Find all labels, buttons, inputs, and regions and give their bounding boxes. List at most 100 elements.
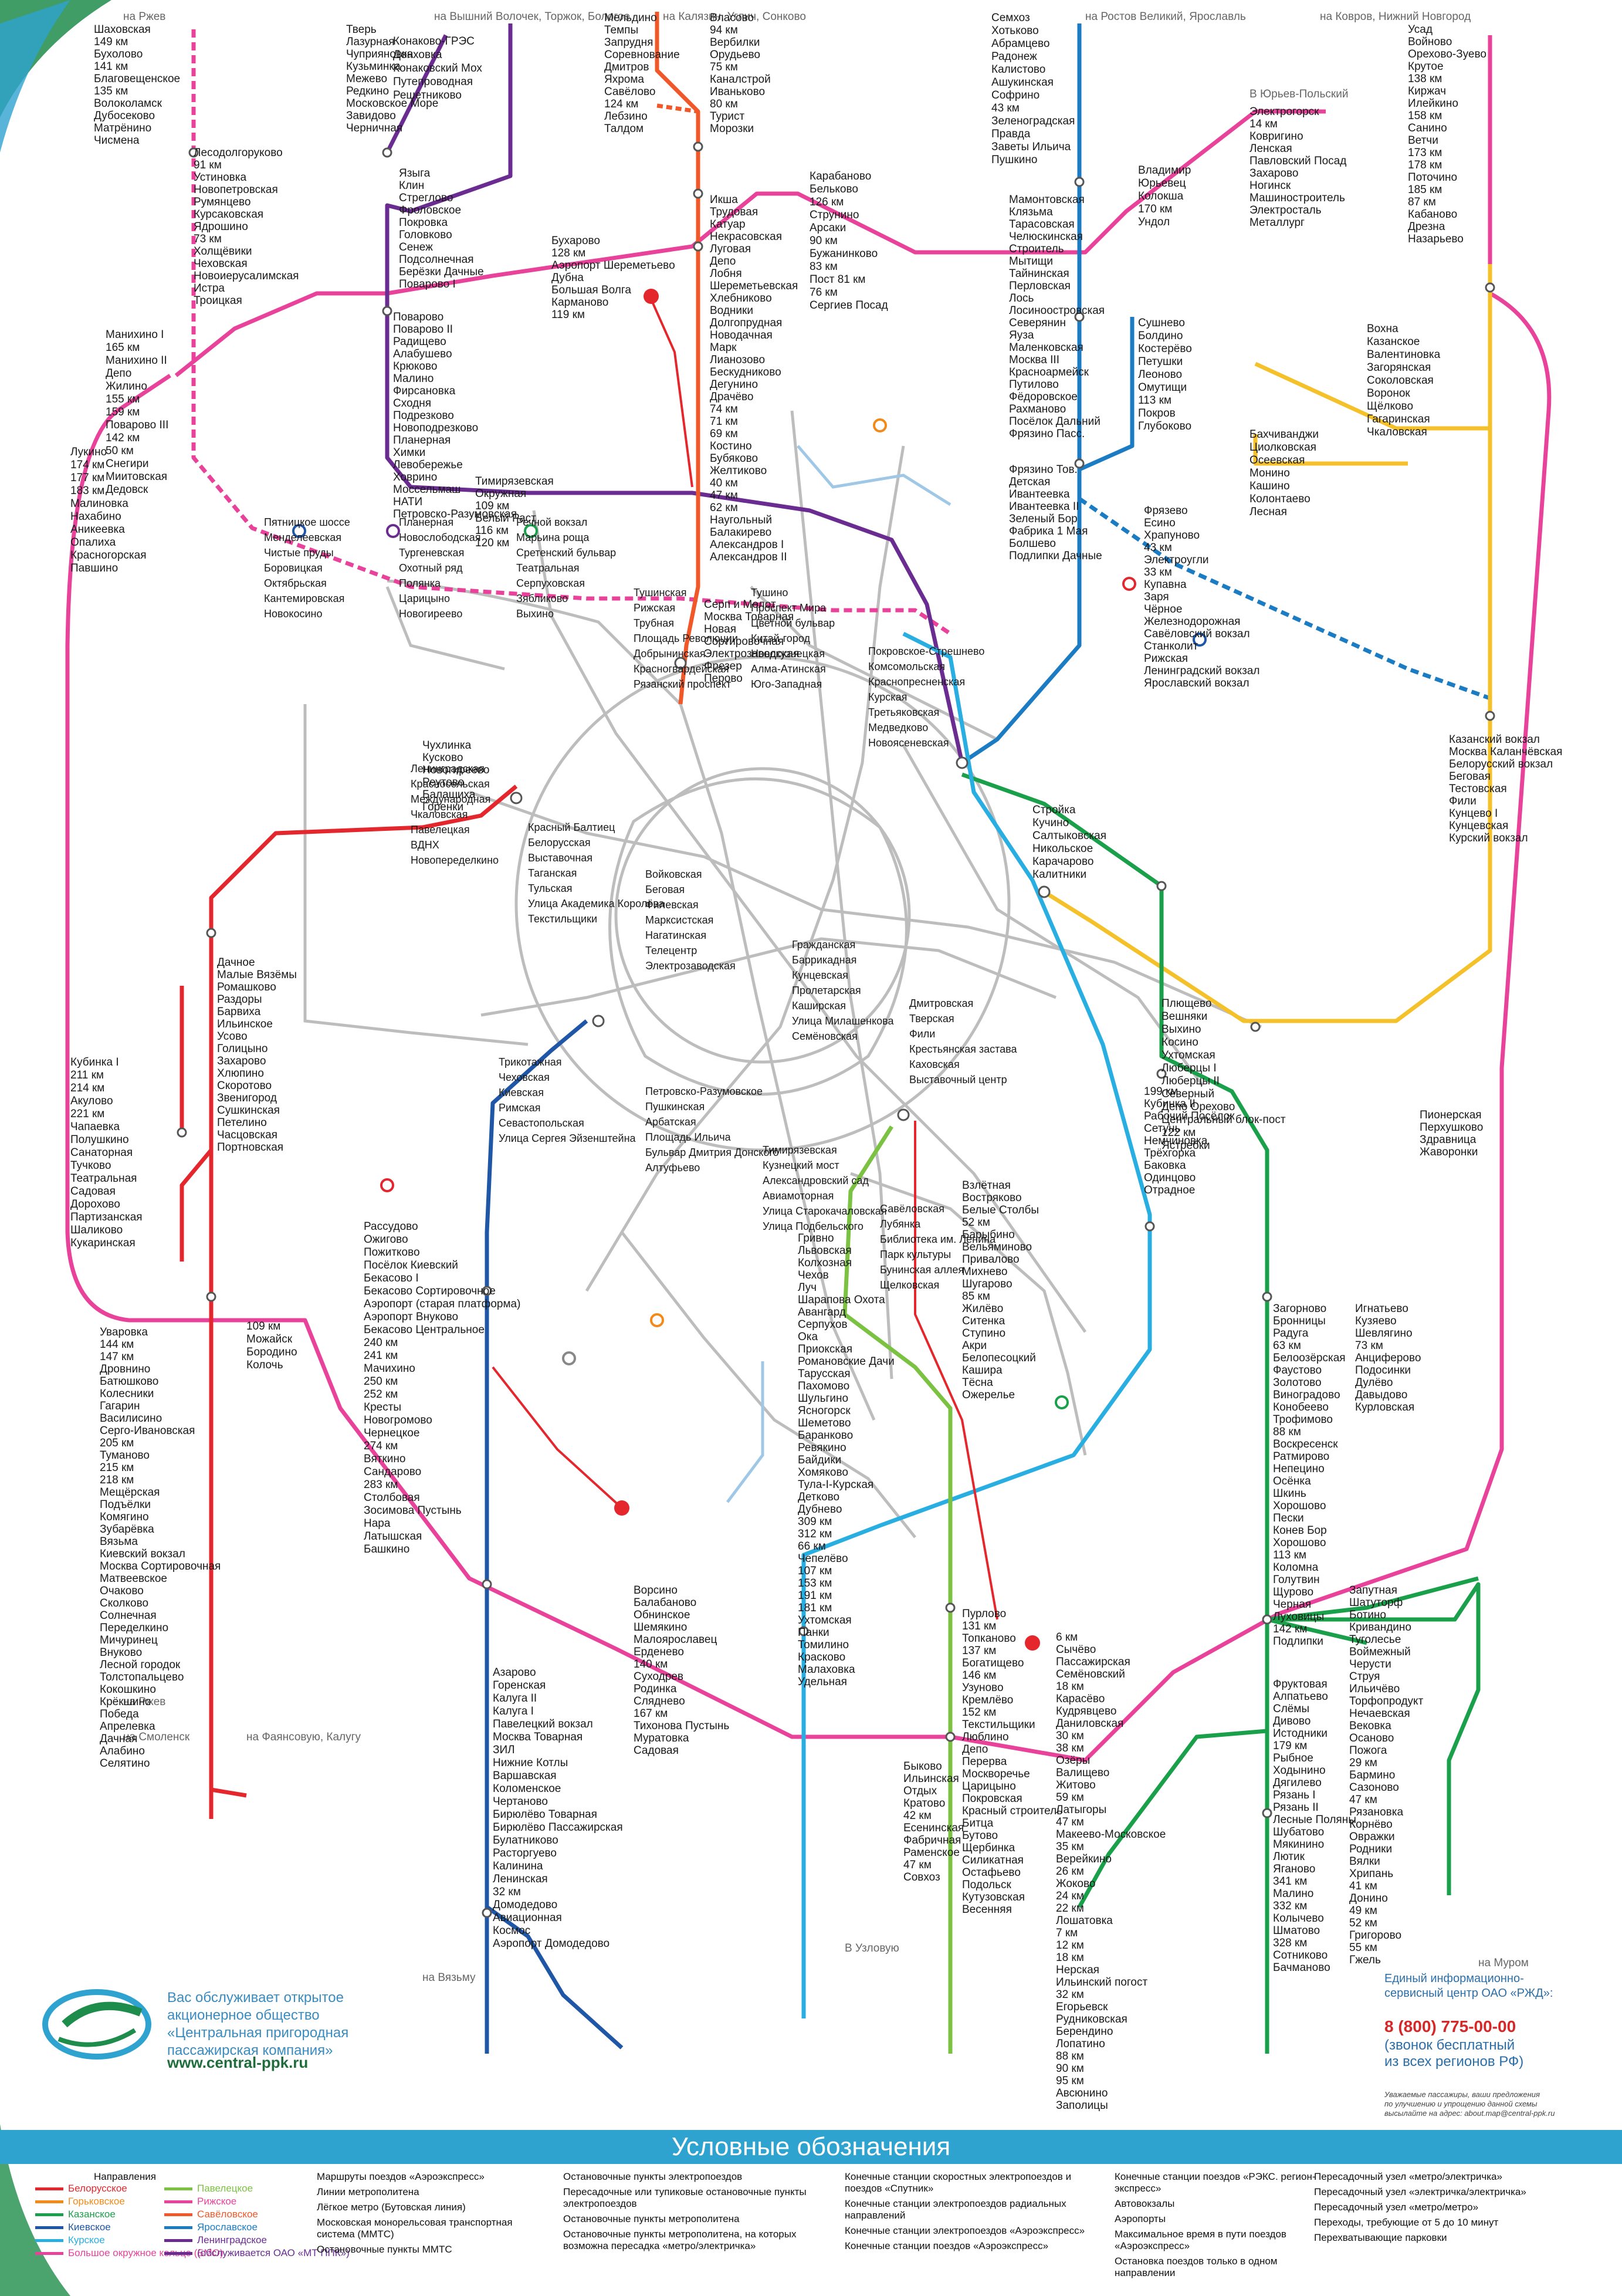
station-label: Сколково — [100, 1597, 149, 1609]
metro-station-label: Алтуфьево — [645, 1162, 700, 1174]
station-label: Крюково — [393, 360, 438, 373]
legend-transfers: Пересадочный узел «метро/электричка»Пере… — [1314, 2171, 1596, 2247]
station-label: 179 км — [1273, 1740, 1308, 1752]
station-label: Мачихино — [364, 1362, 415, 1375]
station-label: Внуково — [100, 1646, 143, 1659]
station-label: Рязань II — [1273, 1801, 1319, 1814]
station-label: Осаново — [1349, 1732, 1394, 1744]
station-label: Павелецкий вокзал — [493, 1718, 593, 1730]
company-website[interactable]: www.central-ppk.ru — [167, 2054, 309, 2071]
direction-label: на Вязьму — [422, 1972, 476, 1984]
station-label: ЗИЛ — [493, 1744, 515, 1756]
legend-item: Конечные станции поездов «Аэроэкспресс» — [845, 2240, 1049, 2251]
legend-direction-label: Павелецкое — [197, 2183, 253, 2194]
kazansky-cherusti — [1267, 1582, 1481, 1895]
station-label: Рабочий Посёлок — [1144, 1110, 1235, 1122]
metro-station-label: Охотный ряд — [399, 562, 463, 574]
station-label: Сергиев Посад — [810, 299, 888, 312]
metro-station-label: Трубная — [634, 617, 675, 629]
station-label: Левобережье — [393, 459, 463, 471]
metro-station-label: Каховская — [909, 1059, 960, 1070]
metro-station-label: Авиамоторная — [763, 1190, 834, 1202]
station-label: Сходня — [393, 397, 432, 410]
station-label: Манихино I — [106, 329, 164, 341]
station-label: Рязань I — [1273, 1789, 1316, 1801]
station-label: Устиновка — [194, 171, 247, 184]
metro-station-label: Марксистская — [645, 914, 714, 926]
station-label: Кунцево I — [1449, 807, 1498, 820]
metro-station-label: Александровский сад — [763, 1175, 869, 1186]
station-label: Осёнка — [1273, 1475, 1311, 1487]
station-label: Кукаринская — [70, 1237, 136, 1249]
station-label: Сушкинская — [217, 1104, 280, 1117]
station-label: Туголесье — [1349, 1634, 1401, 1646]
station-label: Долгопрудная — [710, 317, 783, 329]
station-label: 32 км — [1056, 1989, 1084, 2001]
metro-station-label: Текстильщики — [528, 913, 598, 925]
station-label: 26 км — [1056, 1865, 1084, 1878]
station-label: Межево — [346, 73, 388, 85]
station-label: 191 км — [798, 1590, 832, 1602]
station-label: Семхоз — [991, 12, 1030, 24]
station-label: Театральная — [70, 1172, 137, 1185]
station-label: Шугарово — [962, 1278, 1013, 1290]
station-label: Павловский Посад — [1249, 155, 1347, 167]
station-label: Опалиха — [70, 536, 116, 549]
station-label: 18 км — [1056, 1952, 1084, 1964]
station-label: Чапаевка — [70, 1121, 120, 1133]
station-label: Савёлово — [604, 86, 656, 98]
metro-station-label: Сретенский бульвар — [516, 547, 617, 559]
station-label: Солнечная — [100, 1609, 157, 1622]
station-label: Тимирязевская — [475, 475, 554, 488]
station-label: 153 км — [798, 1577, 832, 1590]
legend-item: Пересадочный узел «электричка/электричка… — [1314, 2186, 1526, 2197]
station-label: Малые Вязёмы — [217, 969, 297, 981]
station-label: Соревнование — [604, 49, 680, 61]
station-label: Кусково — [422, 752, 463, 764]
kazansky-ozery — [1077, 1729, 1268, 1908]
station-label: Ожигово — [364, 1233, 408, 1246]
station-label: Посёлок Дальний — [1009, 415, 1100, 428]
station-label: Туманово — [100, 1449, 150, 1462]
station-label: Аэропорт (старая платформа) — [364, 1298, 521, 1310]
station-label: Богатищево — [962, 1657, 1024, 1669]
info-phone[interactable]: 8 (800) 775-00-00 — [1384, 2017, 1516, 2035]
station-label: Тайнинская — [1009, 268, 1069, 280]
station-label: Селятино — [100, 1757, 150, 1770]
legend-direction-item: Ярославское — [164, 2221, 258, 2233]
station-label: 167 км — [634, 1707, 668, 1720]
station-label: Царицыно — [962, 1780, 1016, 1793]
legend-direction-label: Курское — [68, 2234, 105, 2246]
station-label: Семёновский — [1056, 1668, 1125, 1680]
legend-item: Маршруты поездов «Аэроэкспресс» — [317, 2171, 485, 2182]
station-label: Шаховская — [94, 23, 151, 36]
station-label: Сушнево — [1138, 317, 1185, 329]
station-label: 30 км — [1056, 1730, 1084, 1742]
station-label: Салтыковская — [1032, 830, 1107, 842]
station-label: Перерва — [962, 1756, 1007, 1768]
station-label: Костино — [710, 440, 752, 452]
metro-station-label: Тушино — [751, 587, 788, 598]
station-label: Ухтомская — [1162, 1049, 1215, 1061]
legend-direction-label: Горьковское — [68, 2196, 125, 2207]
station-label: Пионерская — [1420, 1109, 1482, 1121]
station-label: Детково — [798, 1491, 840, 1503]
station-label: Байдики — [798, 1454, 842, 1466]
station-label: Кубинка II — [1144, 1098, 1196, 1110]
paveletsky-line — [842, 1125, 953, 2054]
legend-line-swatch — [35, 2226, 63, 2230]
legend-item: Остановка поездов только в одном направл… — [1115, 2256, 1278, 2278]
metro-station-label: Полянка — [399, 577, 441, 589]
metro-station-label: Боровицкая — [264, 562, 323, 574]
station-label: Малиновка — [70, 498, 128, 510]
station-label: Дорохово — [70, 1198, 120, 1210]
station-label: 185 км — [1408, 184, 1442, 196]
station-label: Бескудниково — [710, 366, 781, 378]
metro-station-label: Крестьянская застава — [909, 1043, 1017, 1055]
station-label: 66 км — [798, 1540, 826, 1553]
station-label: Рудниковская — [1056, 2013, 1127, 2026]
station-label: Путилово — [1009, 378, 1059, 391]
metro-station-label: Электрозаводская — [645, 960, 736, 972]
station-label: Ястребки — [1162, 1139, 1210, 1152]
